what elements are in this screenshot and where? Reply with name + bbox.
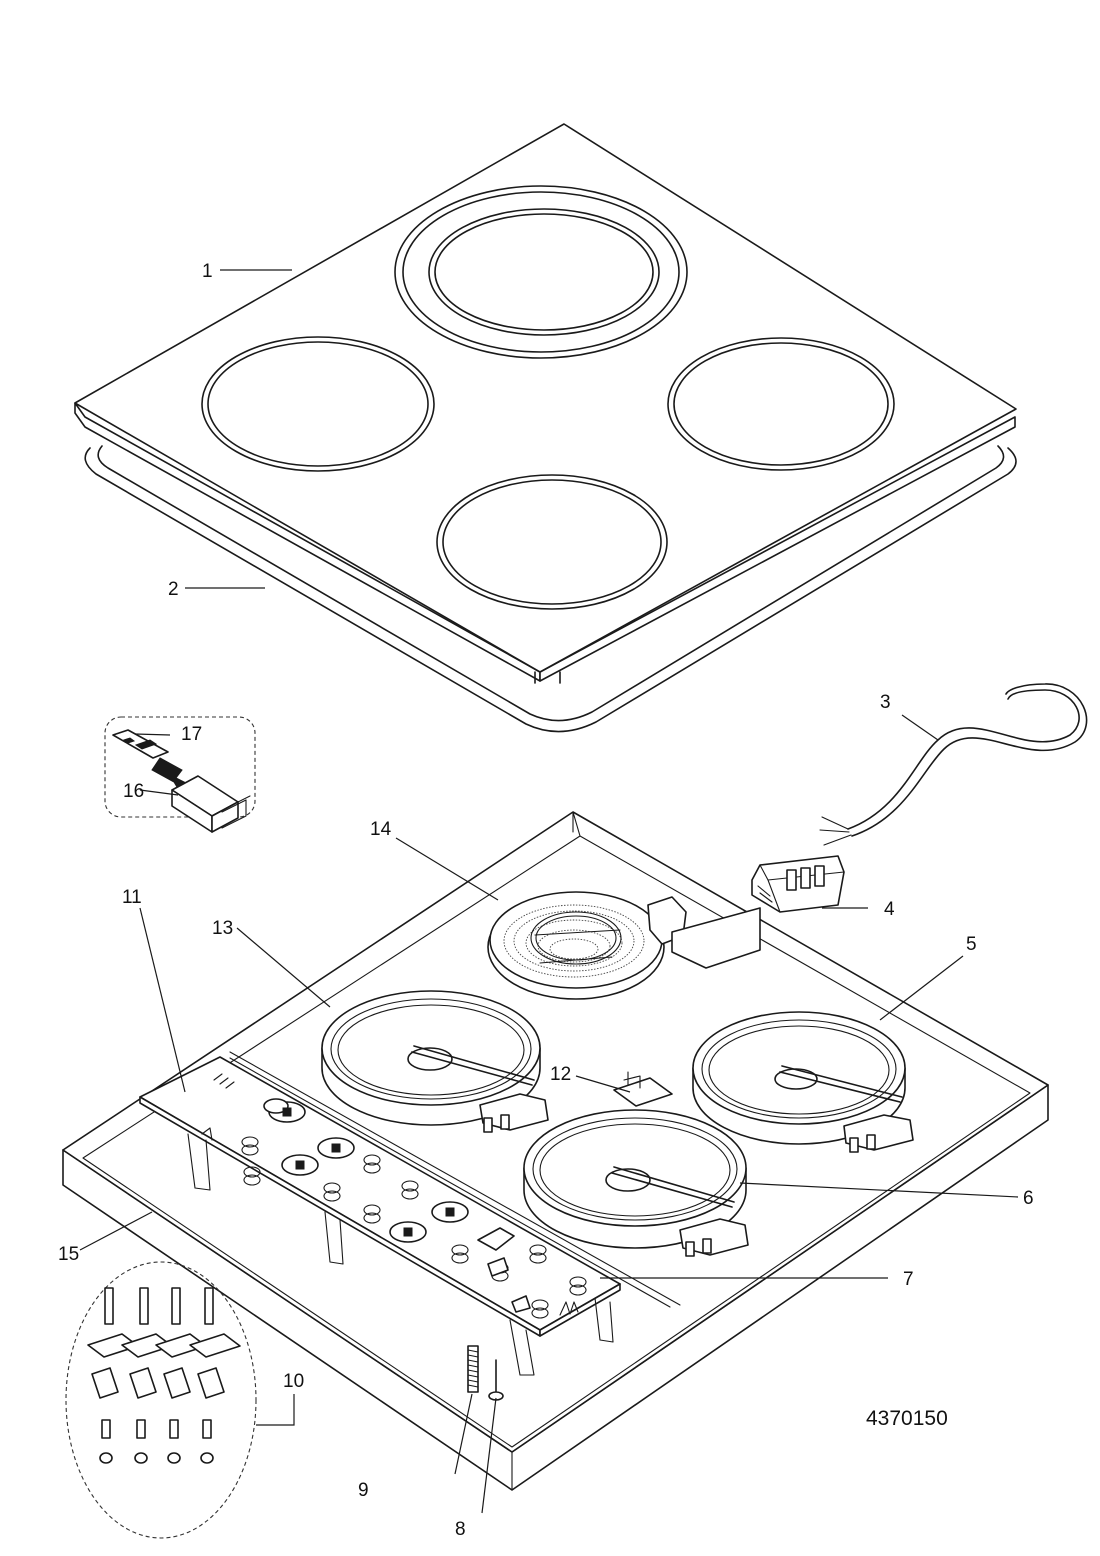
part-glass-top: [74, 123, 1017, 682]
callout-13: 13: [212, 918, 233, 939]
callout-7: 7: [903, 1269, 914, 1290]
part-right-heating-element: [692, 1011, 914, 1153]
callout-6: 6: [1023, 1188, 1034, 1209]
callout-16: 16: [123, 781, 144, 802]
callout-8: 8: [455, 1519, 466, 1540]
part-left-heating-element: [321, 990, 549, 1133]
callout-11: 11: [122, 887, 142, 908]
callout-1: 1: [202, 261, 213, 282]
callout-14: 14: [370, 819, 392, 840]
inset-module-card: [104, 716, 256, 833]
fixing-screws: [99, 1419, 214, 1464]
fixing-clips: [91, 1367, 225, 1399]
callout-17: 17: [181, 724, 202, 745]
part-spring: [467, 1345, 479, 1393]
part-supply-cable: [819, 683, 1088, 846]
board-encoders: [263, 1098, 469, 1243]
callout-3: 3: [880, 692, 891, 713]
part-front-heating-element: [523, 1109, 749, 1257]
part-gasket: [84, 445, 1017, 733]
callout-4: 4: [884, 899, 895, 920]
part-control-board: [139, 1056, 621, 1376]
callout-10: 10: [283, 1371, 304, 1392]
callout-labels: 1 2 3 4 5 6 7 8 9 10 11 12 13 14 15 16 1…: [58, 261, 1034, 1540]
callout-9: 9: [358, 1480, 369, 1501]
callout-2: 2: [168, 579, 179, 600]
fixing-brackets: [87, 1333, 241, 1358]
callout-5: 5: [966, 934, 977, 955]
part-rear-heating-element: [487, 891, 761, 1000]
fixing-pins: [104, 1287, 214, 1325]
board-components: [201, 1073, 587, 1319]
callout-15: 15: [58, 1244, 79, 1265]
part-small-bracket: [613, 1071, 673, 1107]
glass-cooking-zones: [201, 185, 895, 610]
drawing-number: 4370150: [866, 1407, 948, 1430]
leader-lines: [79, 269, 1019, 1514]
inset-fixing-kit: [65, 1261, 257, 1539]
callout-12: 12: [550, 1064, 571, 1085]
part-terminal-block: [751, 855, 845, 913]
